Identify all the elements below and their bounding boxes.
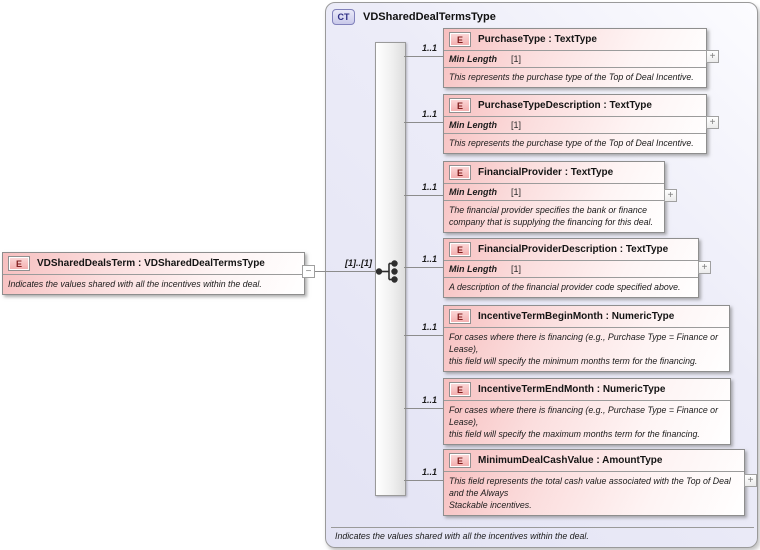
element-title: VDSharedDealsTerm : VDSharedDealTermsTyp…: [37, 258, 265, 269]
facet-value: [1]: [511, 187, 522, 197]
facet-row: Min Length [1]: [444, 261, 698, 278]
facet-value: [1]: [511, 264, 522, 274]
facet-name: Min Length: [449, 264, 497, 274]
expand-button[interactable]: +: [698, 261, 711, 274]
element-badge-icon: E: [449, 453, 471, 468]
child-element-box[interactable]: E FinancialProviderDescription : TextType…: [443, 238, 699, 298]
element-title: MinimumDealCashValue : AmountType: [478, 455, 663, 466]
complex-type-title: VDSharedDealTermsType: [363, 11, 496, 23]
cardinality-label: 1..1: [421, 395, 437, 405]
element-annotation: The financial provider specifies the ban…: [449, 205, 653, 227]
element-badge-icon: E: [449, 32, 471, 47]
element-badge-icon: E: [449, 309, 471, 324]
expand-button[interactable]: +: [664, 189, 677, 202]
cardinality-label: 1..1: [421, 43, 437, 53]
facet-name: Min Length: [449, 54, 497, 64]
element-badge-icon: E: [449, 242, 471, 257]
element-title: FinancialProvider : TextType: [478, 167, 614, 178]
expand-button[interactable]: +: [706, 50, 719, 63]
sequence-group-bar: [375, 42, 406, 496]
cardinality-label: 1..1: [421, 254, 437, 264]
element-title: IncentiveTermBeginMonth : NumericType: [478, 311, 675, 322]
element-annotation: For cases where there is financing (e.g.…: [449, 332, 719, 366]
child-connector-line: [404, 122, 443, 123]
element-title: IncentiveTermEndMonth : NumericType: [478, 384, 666, 395]
element-title: PurchaseTypeDescription : TextType: [478, 100, 652, 111]
facet-value: [1]: [511, 120, 522, 130]
child-connector-line: [404, 408, 443, 409]
element-annotation: This represents the purchase type of the…: [449, 72, 694, 82]
child-connector-line: [404, 335, 443, 336]
element-badge-icon: E: [449, 98, 471, 113]
element-badge-icon: E: [449, 382, 471, 397]
element-badge-icon: E: [8, 256, 30, 271]
element-badge-icon: E: [449, 165, 471, 180]
element-title: FinancialProviderDescription : TextType: [478, 244, 669, 255]
cardinality-label: 1..1: [421, 109, 437, 119]
child-connector-line: [404, 195, 443, 196]
root-cardinality-label: [1]..[1]: [345, 258, 372, 268]
facet-row: Min Length [1]: [444, 117, 706, 134]
facet-name: Min Length: [449, 187, 497, 197]
element-title-row: E FinancialProviderDescription : TextType: [444, 239, 698, 261]
facet-row: Min Length [1]: [444, 51, 706, 68]
complex-type-header: CT VDSharedDealTermsType: [332, 9, 496, 25]
root-element-box[interactable]: E VDSharedDealsTerm : VDSharedDealTermsT…: [2, 252, 305, 295]
element-title-row: E VDSharedDealsTerm : VDSharedDealTermsT…: [3, 253, 304, 275]
complex-type-annotation: Indicates the values shared with all the…: [331, 527, 754, 541]
element-title-row: E PurchaseTypeDescription : TextType: [444, 95, 706, 117]
collapse-button[interactable]: −: [302, 265, 315, 278]
element-title-row: E MinimumDealCashValue : AmountType: [444, 450, 744, 472]
cardinality-label: 1..1: [421, 467, 437, 477]
cardinality-label: 1..1: [421, 182, 437, 192]
facet-name: Min Length: [449, 120, 497, 130]
element-title: PurchaseType : TextType: [478, 34, 597, 45]
cardinality-label: 1..1: [421, 322, 437, 332]
element-annotation: A description of the financial provider …: [449, 282, 681, 292]
element-annotation: This represents the purchase type of the…: [449, 138, 694, 148]
sequence-icon: [375, 260, 398, 283]
child-connector-line: [404, 267, 443, 268]
complex-type-badge-icon: CT: [332, 9, 355, 25]
child-connector-line: [404, 56, 443, 57]
root-connector-line: [315, 271, 376, 272]
child-connector-line: [404, 480, 443, 481]
expand-button[interactable]: +: [744, 474, 757, 487]
element-title-row: E PurchaseType : TextType: [444, 29, 706, 51]
facet-row: Min Length [1]: [444, 184, 664, 201]
facet-value: [1]: [511, 54, 522, 64]
expand-button[interactable]: +: [706, 116, 719, 129]
element-annotation: This field represents the total cash val…: [449, 476, 731, 510]
element-title-row: E IncentiveTermEndMonth : NumericType: [444, 379, 730, 401]
element-title-row: E IncentiveTermBeginMonth : NumericType: [444, 306, 729, 328]
element-annotation: Indicates the values shared with all the…: [8, 279, 262, 289]
element-title-row: E FinancialProvider : TextType: [444, 162, 664, 184]
element-annotation: For cases where there is financing (e.g.…: [449, 405, 719, 439]
